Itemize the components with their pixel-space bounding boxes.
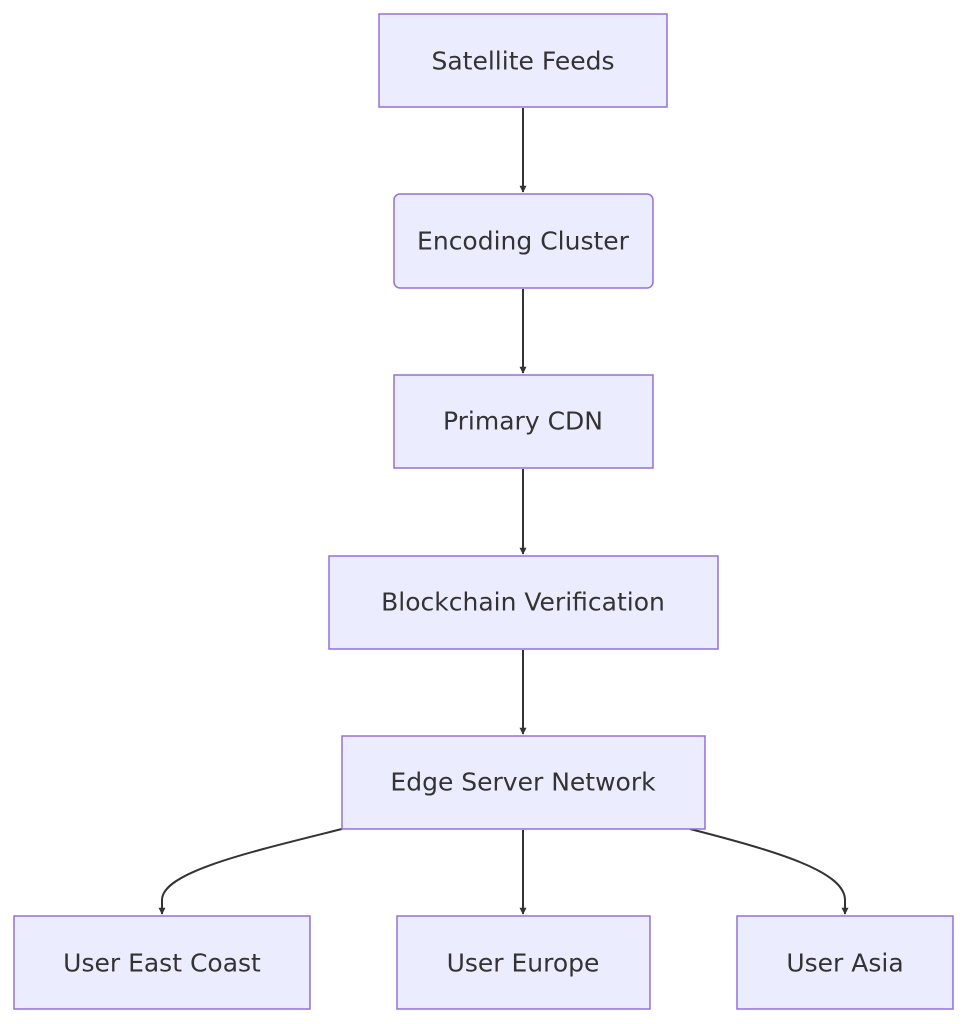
node-blockchain-verification-box bbox=[328, 555, 719, 650]
node-user-europe-box bbox=[396, 915, 651, 1010]
node-primary-cdn-box bbox=[393, 374, 654, 469]
node-edge-server-network-box bbox=[341, 735, 706, 830]
node-user-east-coast-label: User East Coast bbox=[63, 949, 261, 978]
node-encoding-cluster-box bbox=[393, 193, 654, 289]
node-satellite-feeds-box bbox=[378, 13, 668, 108]
node-edge-server-network-label: Edge Server Network bbox=[390, 768, 656, 797]
node-user-asia-box bbox=[736, 915, 954, 1010]
node-primary-cdn: Primary CDN bbox=[393, 374, 654, 469]
node-encoding-cluster-label: Encoding Cluster bbox=[417, 227, 630, 256]
node-satellite-feeds: Satellite Feeds bbox=[378, 13, 668, 108]
node-user-asia-label: User Asia bbox=[786, 949, 903, 978]
node-edge-server-network: Edge Server Network bbox=[341, 735, 706, 830]
node-blockchain-verification: Blockchain Verification bbox=[328, 555, 719, 650]
node-user-europe: User Europe bbox=[396, 915, 651, 1010]
node-blockchain-verification-label: Blockchain Verification bbox=[381, 588, 665, 617]
node-user-asia: User Asia bbox=[736, 915, 954, 1010]
edges bbox=[158, 108, 849, 915]
node-encoding-cluster: Encoding Cluster bbox=[393, 193, 654, 289]
node-satellite-feeds-label: Satellite Feeds bbox=[431, 47, 614, 76]
edge-edge-network-to-east-coast bbox=[158, 828, 343, 915]
edge-edge-network-to-asia bbox=[689, 828, 849, 915]
node-user-europe-label: User Europe bbox=[447, 949, 600, 978]
node-primary-cdn-label: Primary CDN bbox=[443, 407, 603, 436]
node-user-east-coast-box bbox=[13, 915, 311, 1010]
node-user-east-coast: User East Coast bbox=[13, 915, 311, 1010]
